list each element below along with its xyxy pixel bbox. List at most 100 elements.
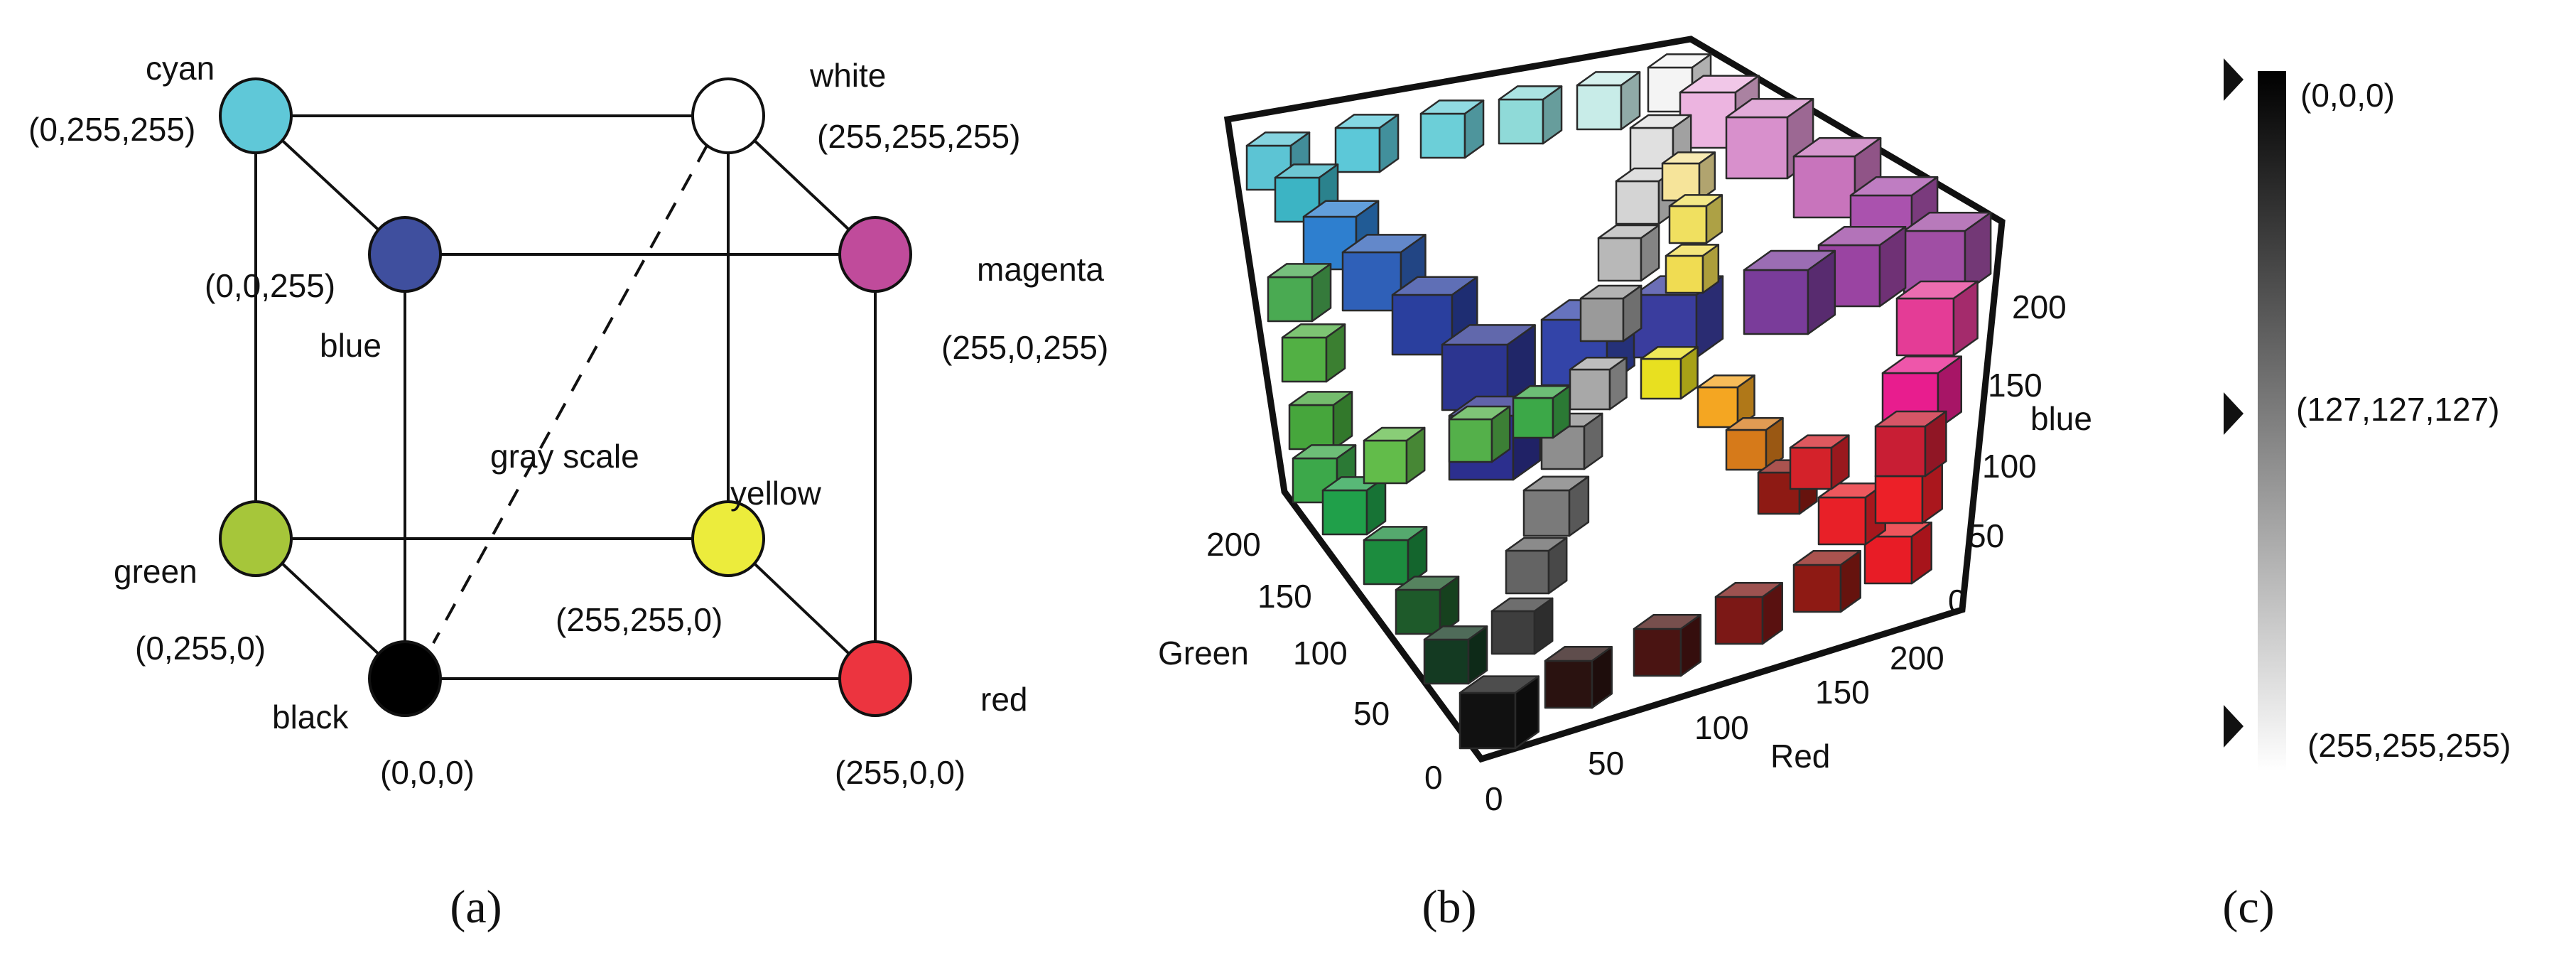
label-cyan-coord: (0,255,255) xyxy=(28,111,195,148)
pointer-top-icon xyxy=(2224,58,2244,101)
green-tick: 200 xyxy=(1206,526,1261,563)
node-magenta xyxy=(838,216,912,293)
node-cyan xyxy=(219,77,293,154)
panel-c-gray-scale-bar: (0,0,0) (127,127,127) (255,255,255) (c) xyxy=(2222,58,2511,933)
cube-frame xyxy=(1223,36,2006,763)
color-cube xyxy=(1419,99,1485,159)
label-cyan-name: cyan xyxy=(146,50,215,87)
label-red-coord: (255,0,0) xyxy=(835,754,965,791)
node-yellow xyxy=(691,500,765,577)
label-black-coord: (0,0,0) xyxy=(380,754,475,791)
label-white-name: white xyxy=(809,57,886,94)
color-cube xyxy=(1895,280,1979,357)
blue-tick: 50 xyxy=(1968,517,2004,554)
color-cube xyxy=(1490,597,1554,655)
blue-tick: 0 xyxy=(1948,583,1966,620)
color-cube xyxy=(1334,114,1400,173)
red-tick: 50 xyxy=(1588,745,1624,782)
gray-label-bottom: (255,255,255) xyxy=(2307,727,2511,764)
blue-tick: 100 xyxy=(1982,448,2037,485)
label-magenta-coord: (255,0,255) xyxy=(941,329,1108,366)
red-tick: 0 xyxy=(1485,780,1503,817)
blue-tick: 200 xyxy=(2012,289,2067,325)
color-cube xyxy=(1498,85,1563,145)
color-cube xyxy=(1725,416,1784,471)
color-cube xyxy=(1579,284,1643,343)
color-cube xyxy=(1321,476,1387,536)
red-tick: 100 xyxy=(1694,709,1749,746)
color-cube xyxy=(1288,391,1353,451)
color-cube xyxy=(1863,521,1932,585)
color-cube xyxy=(1512,384,1571,439)
color-cube xyxy=(1569,356,1628,411)
color-cube xyxy=(1363,526,1428,586)
color-cube xyxy=(1640,345,1699,400)
color-cube-grid xyxy=(1245,53,1992,750)
node-red xyxy=(838,640,912,717)
node-black xyxy=(368,640,442,717)
color-cube xyxy=(1363,426,1426,485)
color-cube xyxy=(1423,625,1488,685)
node-white xyxy=(691,77,765,154)
node-green xyxy=(219,500,293,577)
pointer-bottom-icon xyxy=(2224,705,2244,748)
color-cube xyxy=(1792,136,1882,219)
red-tick: 200 xyxy=(1890,640,1944,677)
color-cube xyxy=(1725,97,1814,180)
gray-label-top: (0,0,0) xyxy=(2300,77,2395,114)
caption-b: (b) xyxy=(1422,881,1477,933)
axis-red: 0 50 100 Red 150 200 xyxy=(1485,640,1944,817)
green-tick: 50 xyxy=(1353,695,1390,732)
color-cube xyxy=(1789,434,1850,490)
pointer-mid-icon xyxy=(2224,392,2244,435)
red-axis-label: Red xyxy=(1770,738,1830,775)
label-yellow-coord: (255,255,0) xyxy=(556,601,723,638)
label-yellow-name: yellow xyxy=(730,475,822,512)
green-axis-label: Green xyxy=(1158,635,1249,672)
label-blue-coord: (0,0,255) xyxy=(205,267,335,304)
color-cube xyxy=(1544,645,1613,709)
caption-c: (c) xyxy=(2222,881,2274,933)
color-cube xyxy=(1874,410,1947,478)
label-blue-name: blue xyxy=(320,327,381,364)
color-cube xyxy=(1668,194,1723,244)
color-cube xyxy=(1661,151,1716,202)
label-red-name: red xyxy=(980,681,1027,718)
panel-a-rgb-cube-diagram: cyan (0,255,255) white (255,255,255) (0,… xyxy=(28,50,1108,933)
color-cube xyxy=(1576,71,1641,131)
node-blue xyxy=(368,216,442,293)
axis-green: 200 150 Green 100 50 0 xyxy=(1158,526,1443,796)
label-magenta-name: magenta xyxy=(977,251,1104,288)
green-tick: 100 xyxy=(1293,635,1348,672)
label-gray-scale: gray scale xyxy=(490,438,639,475)
green-tick: 150 xyxy=(1257,578,1312,615)
caption-a: (a) xyxy=(450,881,502,933)
color-cube xyxy=(1448,405,1511,463)
label-black-name: black xyxy=(272,699,349,735)
gray-scale-diagonal xyxy=(432,145,708,644)
color-cube xyxy=(1817,225,1907,308)
cube-edges xyxy=(254,114,877,680)
color-cube xyxy=(1505,537,1568,595)
gray-gradient-bar xyxy=(2258,71,2286,771)
color-cube xyxy=(1459,675,1540,750)
red-tick: 150 xyxy=(1815,674,1870,711)
color-cube xyxy=(1395,576,1460,635)
blue-tick: 150 xyxy=(1988,367,2042,404)
color-cube xyxy=(1903,211,1992,293)
label-green-coord: (0,255,0) xyxy=(135,630,266,667)
blue-axis-label: blue xyxy=(2030,400,2092,437)
panel-b-3d-color-cube: 200 150 blue 100 50 0 200 150 Green 100 … xyxy=(1158,36,2092,933)
color-cube xyxy=(1792,549,1861,613)
gray-label-mid: (127,127,127) xyxy=(2296,391,2499,428)
color-cube xyxy=(1597,224,1660,282)
label-white-coord: (255,255,255) xyxy=(817,118,1020,155)
green-tick: 0 xyxy=(1424,759,1443,796)
color-cube xyxy=(1665,244,1720,294)
color-cube xyxy=(1696,374,1755,429)
color-cube xyxy=(1633,613,1701,677)
color-cube xyxy=(1522,475,1590,537)
color-cube xyxy=(1281,323,1346,383)
color-cube xyxy=(1267,263,1332,323)
